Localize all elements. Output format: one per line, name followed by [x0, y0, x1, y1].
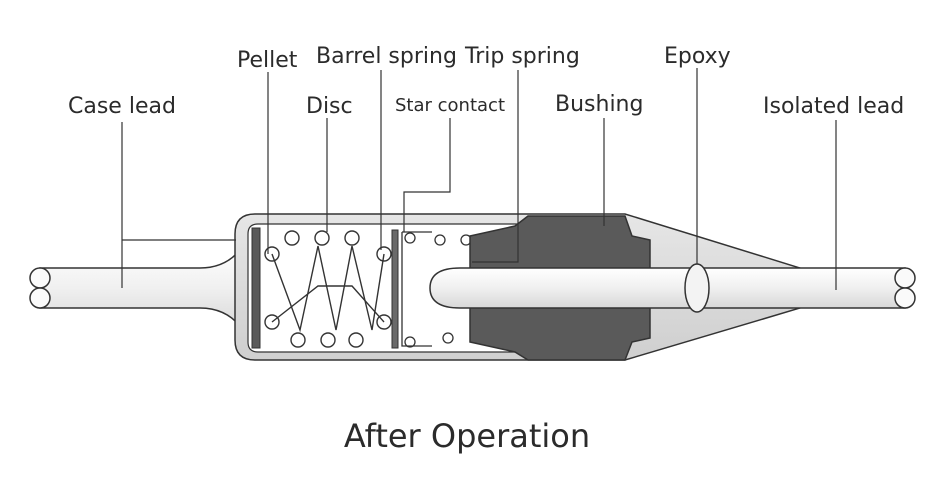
leader-lines — [121, 68, 837, 290]
disc — [391, 229, 399, 349]
label-pellet: Pellet — [237, 48, 298, 73]
label-bushing: Bushing — [555, 92, 644, 117]
star-contact — [401, 231, 432, 348]
label-barrel-spring: Barrel spring — [316, 44, 457, 69]
label-isolated-lead: Isolated lead — [763, 94, 905, 119]
label-trip-spring: Trip spring — [465, 44, 580, 69]
label-star-contact: Star contact — [395, 95, 505, 116]
pellet — [251, 227, 261, 349]
label-epoxy: Epoxy — [664, 44, 731, 69]
case-lead-wire — [29, 244, 253, 332]
isolated-lead-wire — [429, 267, 916, 309]
label-disc: Disc — [306, 94, 353, 119]
barrel-spring — [264, 230, 392, 348]
label-case-lead: Case lead — [68, 94, 176, 119]
diagram-caption: After Operation — [343, 417, 591, 455]
epoxy — [684, 263, 710, 313]
